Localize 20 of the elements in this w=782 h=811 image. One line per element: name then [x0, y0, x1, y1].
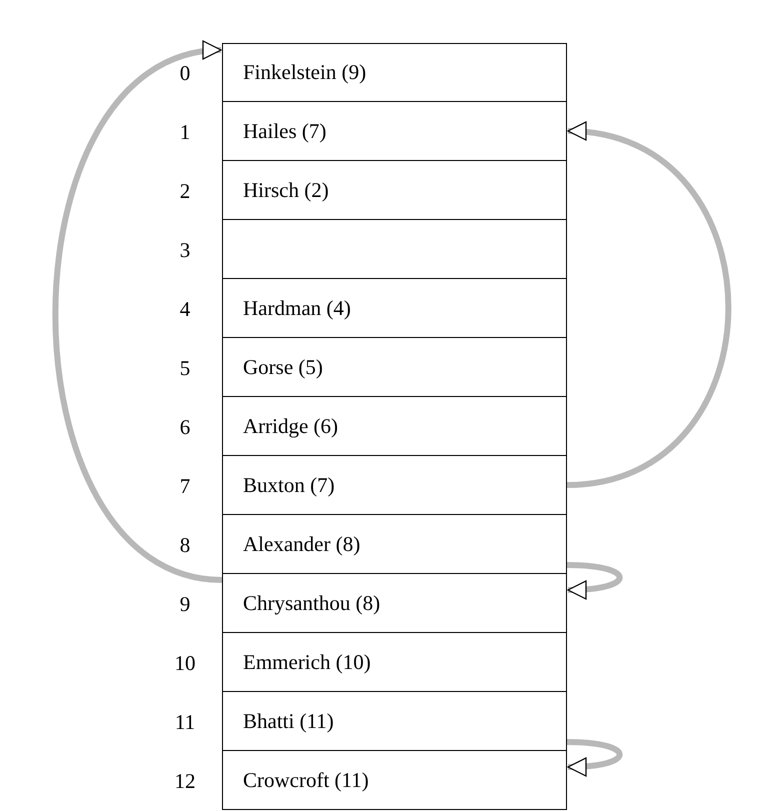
- table-cell: Emmerich (10): [222, 633, 567, 692]
- table-cell: [222, 220, 567, 279]
- curved-arrow: [566, 739, 622, 776]
- table-cell: Chrysanthou (8): [222, 574, 567, 633]
- index-label: 9: [178, 592, 192, 616]
- table-cell: Gorse (5): [222, 338, 567, 397]
- table-cell: Hirsch (2): [222, 161, 567, 220]
- table-cell: Arridge (6): [222, 397, 567, 456]
- curved-arrow: [566, 562, 622, 600]
- table-cell: Alexander (8): [222, 515, 567, 574]
- index-label: 12: [174, 768, 196, 792]
- table-cell: Bhatti (11): [222, 692, 567, 751]
- table-cell: Hailes (7): [222, 102, 567, 161]
- index-label: 11: [174, 710, 196, 734]
- curved-arrow: [566, 124, 732, 488]
- table-cell: Hardman (4): [222, 279, 567, 338]
- table-cell: Finkelstein (9): [222, 43, 567, 102]
- table-cell: Crowcroft (11): [222, 751, 567, 810]
- index-label: 10: [174, 650, 196, 674]
- table-cell: Buxton (7): [222, 456, 567, 515]
